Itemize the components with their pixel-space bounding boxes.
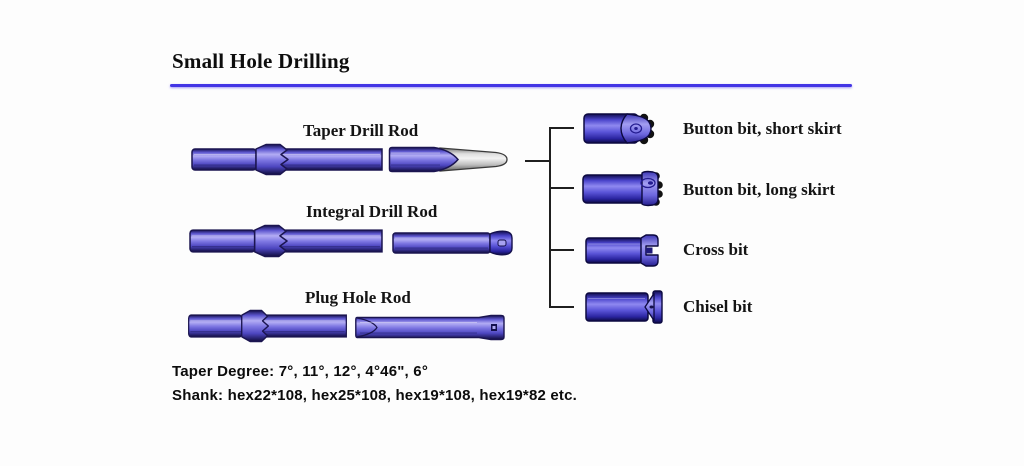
button-bit-long-skirt-illustration: [582, 170, 663, 207]
taper-drill-rod-label: Taper Drill Rod: [303, 121, 419, 140]
shank-spec: Shank: hex22*108, hex25*108, hex19*108, …: [172, 387, 578, 404]
plug-hole-rod-label: Plug Hole Rod: [305, 288, 411, 307]
button-bit-short-skirt-illustration: [583, 113, 655, 145]
button-bit-short-skirt-label: Button bit, short skirt: [683, 119, 842, 138]
bracket-connector-lines: [525, 127, 574, 308]
button-bit-long-skirt-label: Button bit, long skirt: [683, 180, 836, 199]
cross-bit-label: Cross bit: [683, 240, 749, 259]
chisel-bit-illustration: [585, 290, 663, 324]
integral-drill-rod-left-illustration: [189, 224, 383, 258]
integral-drill-rod-label: Integral Drill Rod: [306, 202, 438, 221]
integral-drill-rod-right-illustration: [392, 230, 513, 256]
cross-bit-illustration: [585, 234, 659, 267]
plug-hole-rod-right-illustration: [355, 314, 505, 341]
title-underline: [170, 84, 852, 87]
taper-drill-rod-right-illustration: [388, 146, 508, 173]
page-title: Small Hole Drilling: [172, 49, 350, 73]
taper-degree-spec: Taper Degree: 7°, 11°, 12°, 4°46", 6°: [172, 363, 429, 380]
taper-drill-rod-left-illustration: [191, 143, 383, 176]
plug-hole-rod-left-illustration: [188, 309, 347, 343]
chisel-bit-label: Chisel bit: [683, 297, 753, 316]
